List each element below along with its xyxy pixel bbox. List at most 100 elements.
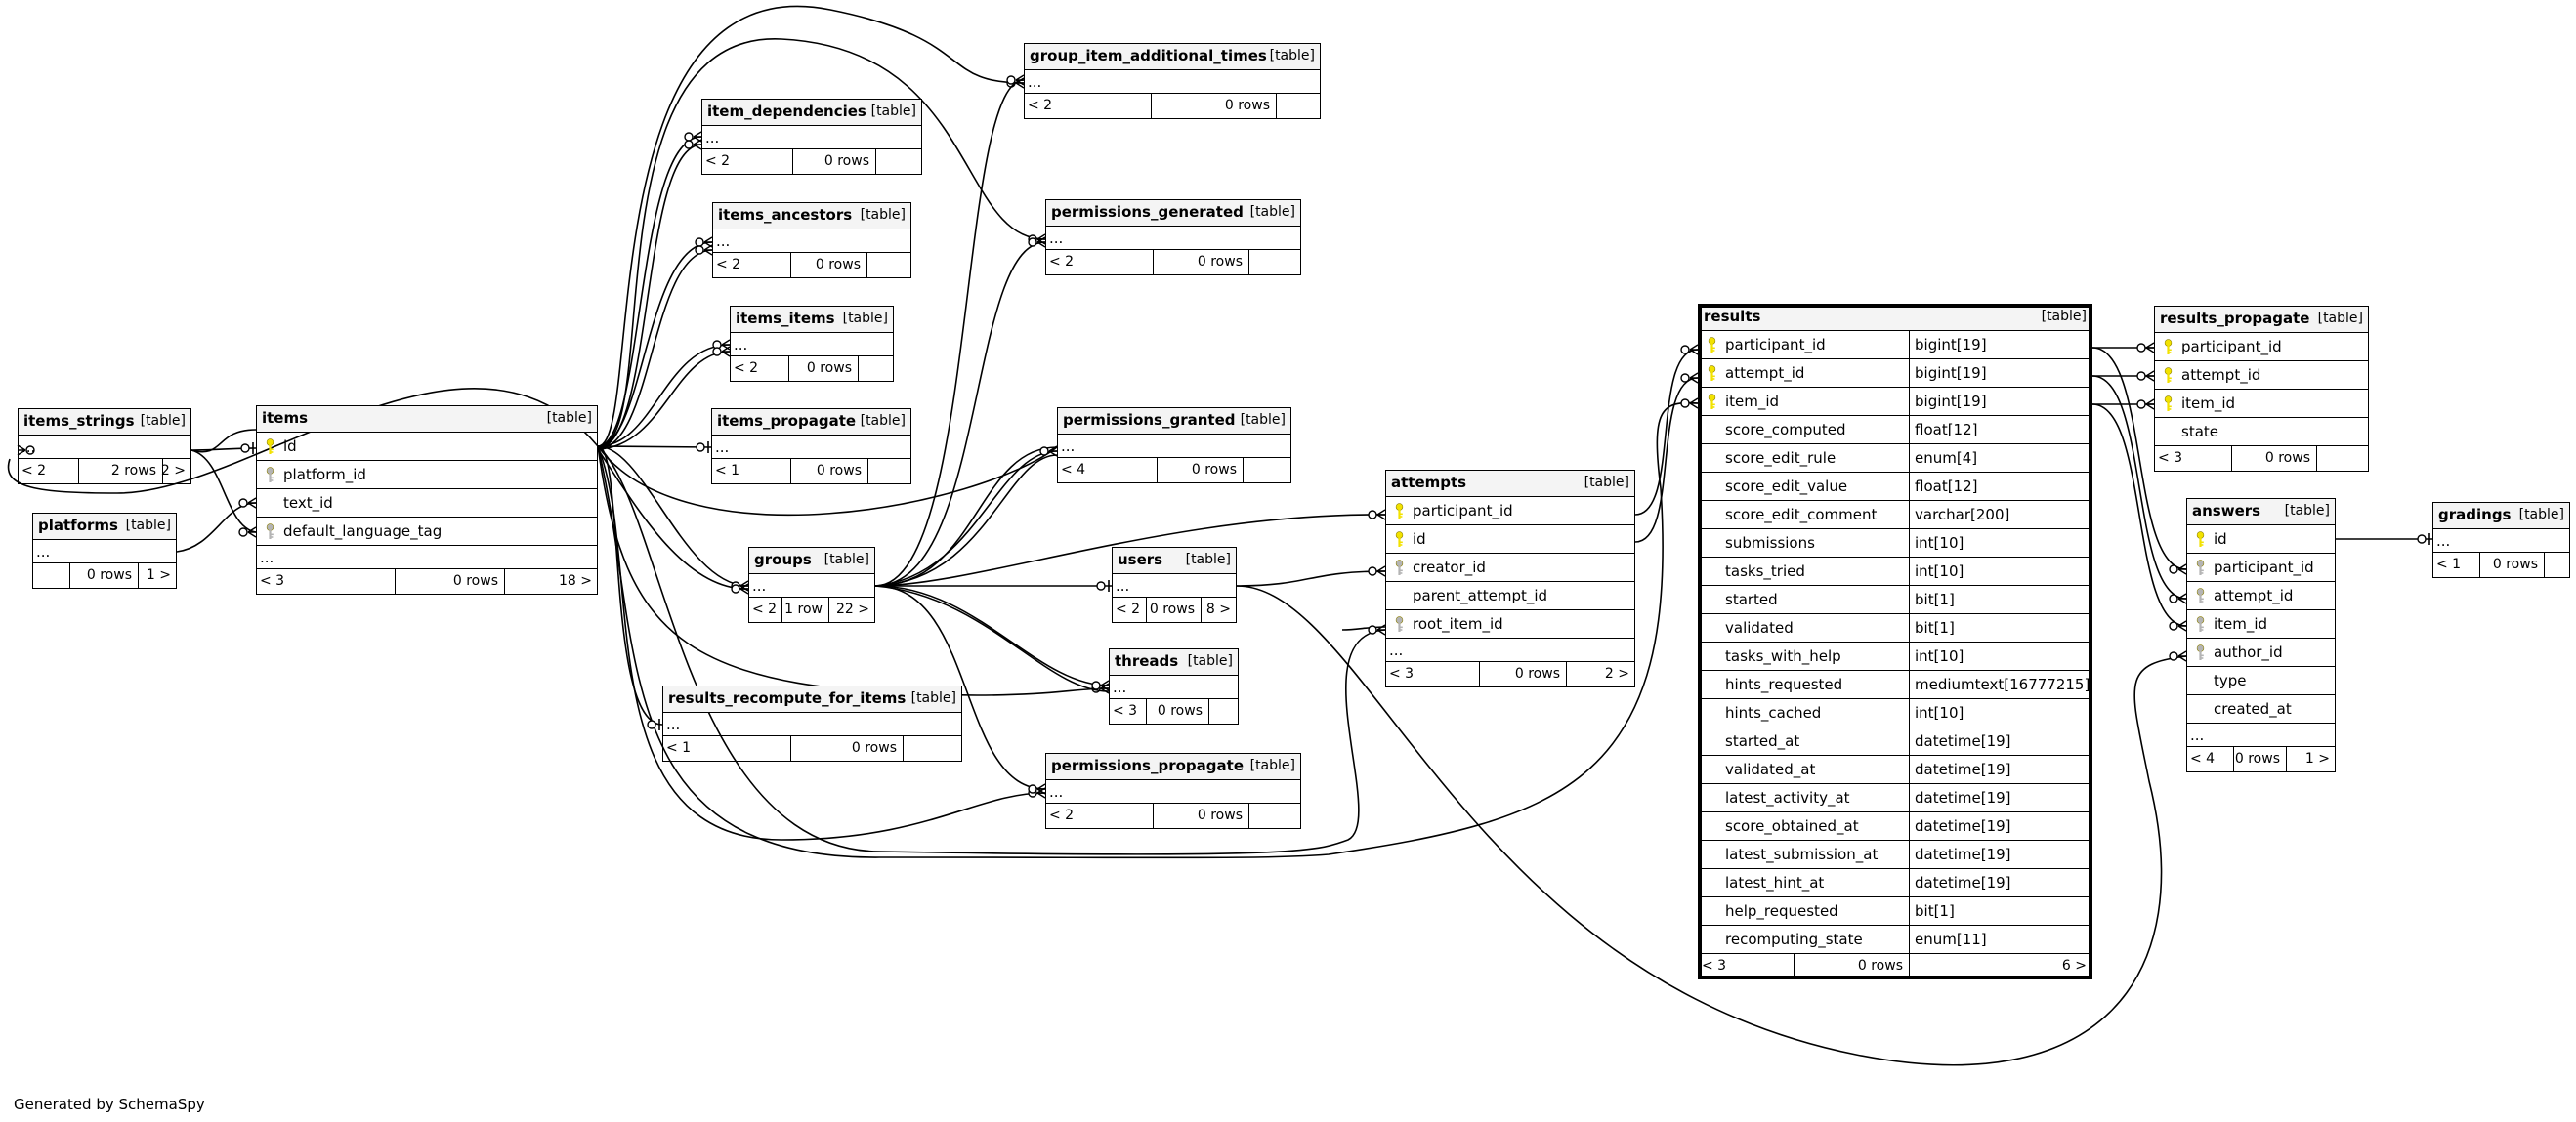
table-header[interactable]: results_propagate[table]: [2154, 306, 2369, 333]
table-name[interactable]: items: [262, 409, 309, 427]
more-columns-row[interactable]: ...: [2186, 724, 2336, 747]
parents-count[interactable]: < 3: [1702, 958, 1727, 974]
more-columns-row[interactable]: ...: [711, 436, 911, 459]
table-header[interactable]: results[table]: [1698, 304, 2092, 331]
parents-count[interactable]: < 1: [715, 463, 740, 478]
table-name[interactable]: groups: [754, 551, 812, 568]
children-count[interactable]: 2 >: [1604, 666, 1629, 682]
more-columns-row[interactable]: ...: [1045, 780, 1301, 804]
table-header[interactable]: platforms[table]: [32, 513, 177, 540]
column-row[interactable]: attempt_id: [2154, 361, 2369, 390]
table-header[interactable]: answers[table]: [2186, 498, 2336, 525]
more-columns-row[interactable]: ...: [1385, 639, 1635, 662]
column-row[interactable]: participant_id: [1385, 497, 1635, 525]
table-name[interactable]: permissions_granted: [1063, 411, 1236, 429]
more-columns-row[interactable]: ...: [1045, 227, 1301, 250]
parents-count[interactable]: < 2: [1116, 602, 1141, 617]
children-count[interactable]: 1 >: [146, 567, 171, 583]
column-row[interactable]: platform_id: [256, 461, 598, 489]
table-name[interactable]: users: [1118, 551, 1163, 568]
table-name[interactable]: results: [1704, 308, 1761, 325]
more-columns-row[interactable]: ...: [701, 126, 922, 149]
column-row[interactable]: attempt_id: [2186, 582, 2336, 610]
table-name[interactable]: attempts: [1391, 474, 1467, 491]
table-name[interactable]: permissions_generated: [1051, 203, 1244, 221]
children-count[interactable]: 6 >: [2061, 958, 2087, 974]
table-results-recompute-for-items[interactable]: results_recompute_for_items[table]... < 1…: [662, 686, 962, 762]
parents-count[interactable]: < 2: [716, 257, 741, 272]
table-group-item-additional-times[interactable]: group_item_additional_times[table]...< 2…: [1024, 43, 1321, 119]
parents-count[interactable]: < 2: [1049, 808, 1075, 823]
table-header[interactable]: users[table]: [1112, 547, 1237, 574]
children-count[interactable]: 1 >: [2304, 751, 2330, 767]
table-header[interactable]: gradings[table]: [2432, 502, 2570, 529]
column-row[interactable]: parent_attempt_id: [1385, 582, 1635, 610]
table-header[interactable]: groups[table]: [748, 547, 875, 574]
table-header[interactable]: items_ancestors[table]: [712, 202, 911, 229]
table-name[interactable]: results_propagate: [2160, 310, 2310, 327]
column-row[interactable]: creator_id: [1385, 554, 1635, 582]
table-name[interactable]: gradings: [2438, 506, 2512, 523]
column-row[interactable]: created_at: [2186, 695, 2336, 724]
parents-count[interactable]: < 3: [1389, 666, 1415, 682]
more-columns-row[interactable]: ...: [712, 229, 911, 253]
parents-count[interactable]: < 2: [734, 360, 759, 376]
more-columns-row[interactable]: ...: [1112, 574, 1237, 598]
column-row[interactable]: id: [256, 433, 598, 461]
column-row[interactable]: id: [2186, 525, 2336, 554]
column-row[interactable]: item_id: [2186, 610, 2336, 639]
parents-count[interactable]: < 1: [666, 740, 692, 756]
table-name[interactable]: platforms: [38, 517, 118, 534]
column-row[interactable]: type: [2186, 667, 2336, 695]
table-name[interactable]: items_items: [736, 310, 835, 327]
parents-count[interactable]: < 3: [2158, 450, 2183, 466]
table-header[interactable]: attempts[table]: [1385, 470, 1635, 497]
table-header[interactable]: permissions_generated[table]: [1045, 199, 1301, 227]
parents-count[interactable]: < 2: [1049, 254, 1075, 270]
table-name[interactable]: item_dependencies: [707, 103, 866, 120]
table-name[interactable]: answers: [2192, 502, 2261, 519]
more-columns-row[interactable]: ...: [1057, 435, 1291, 458]
more-columns-row[interactable]: ...: [2432, 529, 2570, 553]
table-header[interactable]: permissions_propagate[table]: [1045, 753, 1301, 780]
table-name[interactable]: items_strings: [23, 412, 135, 430]
table-header[interactable]: results_recompute_for_items[table]: [662, 686, 962, 713]
children-count[interactable]: 2 >: [160, 463, 186, 478]
table-name[interactable]: group_item_additional_times: [1030, 47, 1267, 64]
table-name[interactable]: permissions_propagate: [1051, 757, 1244, 774]
parents-count[interactable]: < 3: [260, 573, 285, 589]
parents-count[interactable]: < 4: [1061, 462, 1086, 478]
parents-count[interactable]: < 2: [752, 602, 778, 617]
column-row[interactable]: author_id: [2186, 639, 2336, 667]
children-count[interactable]: 22 >: [836, 602, 869, 617]
parents-count[interactable]: < 2: [21, 463, 47, 478]
more-columns-row[interactable]: ...: [662, 713, 962, 736]
column-row[interactable]: id: [1385, 525, 1635, 554]
